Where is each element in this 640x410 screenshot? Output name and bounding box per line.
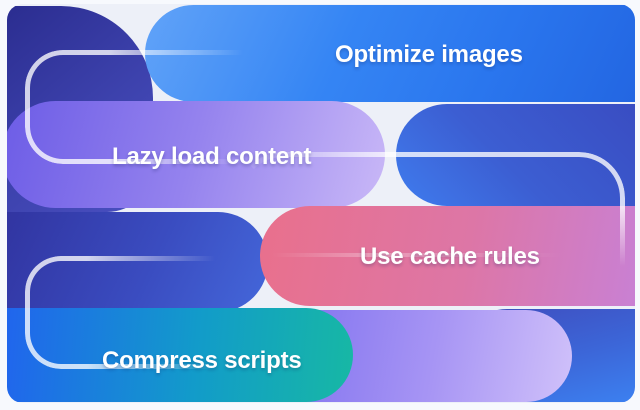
blue-decoration-pill xyxy=(396,104,635,206)
lazy-load-content-label: Lazy load content xyxy=(112,143,312,170)
white-outline-bottom-left xyxy=(25,256,305,369)
light-streak-decoration xyxy=(272,253,562,257)
compress-scripts-label: Compress scripts xyxy=(102,347,302,374)
optimize-images-label: Optimize images xyxy=(335,41,523,68)
use-cache-rules-pill xyxy=(260,206,635,306)
white-outline-top-left xyxy=(25,50,305,164)
illustration-canvas: Optimize images Lazy load content Use ca… xyxy=(7,4,635,403)
use-cache-rules-label: Use cache rules xyxy=(360,243,540,270)
